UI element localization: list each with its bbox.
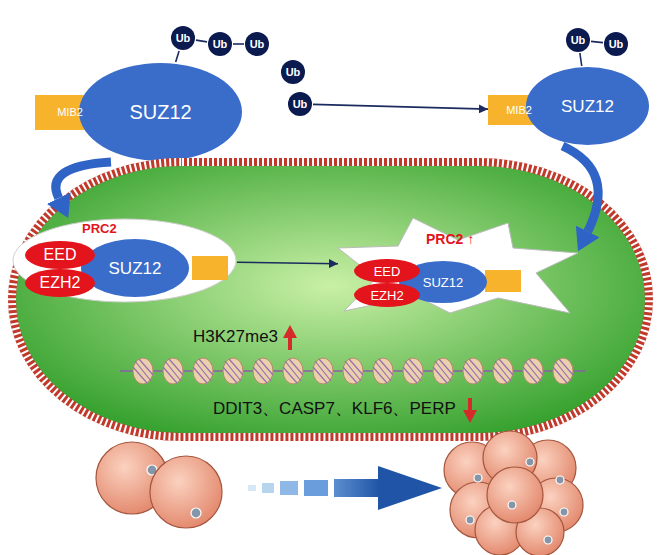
ezh2-subunit: EZH2 <box>24 268 96 298</box>
node-text: MIB2 <box>506 105 532 116</box>
cell-body: H3K27me3DDIT3、CASP7、KLF6、PERP PRC2EED EZH… <box>8 158 653 441</box>
ellipse-shape <box>25 269 95 297</box>
node-text: Ub <box>571 35 586 46</box>
ellipse-shape <box>13 219 236 302</box>
suz12-ellipse: SUZ12 <box>78 62 243 162</box>
mib2-tab <box>485 270 521 292</box>
connector-arrow <box>237 262 338 264</box>
bond-line <box>233 43 244 45</box>
ubiquitin-circle: Ub <box>170 25 196 51</box>
node-text: Ub <box>250 39 265 50</box>
node-text: SUZ12 <box>561 98 614 115</box>
prc2-star: PRC2 ↑ EED EZH2 SUZ12 <box>338 218 578 313</box>
ubiquitin-circle: Ub <box>565 27 591 53</box>
cell-pair <box>96 442 222 528</box>
ellipse-shape <box>79 63 242 161</box>
node-text: EZH2 <box>40 275 81 291</box>
ezh2-subunit: EZH2 <box>353 282 421 308</box>
node-text: H3K27me3 <box>193 328 278 345</box>
bond-line <box>580 53 582 66</box>
eed-subunit: EED <box>24 240 96 270</box>
node-text: SUZ12 <box>129 102 191 122</box>
increase-arrow <box>283 325 297 350</box>
ellipse-shape <box>288 92 312 116</box>
ellipse-shape <box>354 283 420 307</box>
node-text: Ub <box>213 39 228 50</box>
nucleosome-array <box>128 356 578 386</box>
ellipse-shape <box>354 259 420 283</box>
node-text: DDIT3、CASP7、KLF6、PERP <box>213 400 456 417</box>
node-text: EED <box>44 247 77 263</box>
bond-line <box>196 40 207 42</box>
ubiquitin-circle: Ub <box>207 31 233 57</box>
prc2-complex: PRC2EED EZH2 SUZ12 <box>12 218 237 303</box>
ellipse-shape <box>25 241 95 269</box>
ellipse-shape <box>566 28 590 52</box>
ubiquitin-circle: Ub <box>603 31 629 57</box>
suz12-ellipse: SUZ12 <box>525 66 650 146</box>
ellipse-shape <box>81 239 189 297</box>
node-text: Ub <box>286 67 301 78</box>
ubiquitin-circle: Ub <box>244 31 270 57</box>
cell-membrane <box>12 162 649 437</box>
curved-arrow <box>563 146 599 232</box>
node-text: EED <box>374 265 401 278</box>
suz12-ellipse: SUZ12 <box>80 238 190 298</box>
membrane-hatch <box>12 162 649 437</box>
eed-subunit: EED <box>353 258 421 284</box>
ubiquitin-circle: Ub <box>280 59 306 85</box>
cell-cluster <box>444 431 583 555</box>
ellipse-shape <box>208 32 232 56</box>
node-text: PRC2 ↑ <box>426 232 474 246</box>
node-text: MIB2 <box>57 107 83 118</box>
decrease-arrow <box>463 398 477 423</box>
mib2-tab <box>192 256 228 280</box>
ellipse-shape <box>399 261 487 303</box>
node-text: PRC2 <box>82 222 117 235</box>
star-shape <box>338 218 578 313</box>
node-text: SUZ12 <box>109 260 162 277</box>
ellipse-shape <box>281 60 305 84</box>
curved-arrow <box>56 162 111 198</box>
ellipse-shape <box>171 26 195 50</box>
bond-line <box>591 41 603 42</box>
node-text: Ub <box>176 33 191 44</box>
ubiquitin-circle: Ub <box>287 91 313 117</box>
growth-arrow <box>248 466 442 510</box>
node-text: SUZ12 <box>423 276 463 289</box>
node-text: EZH2 <box>370 289 403 302</box>
ellipse-shape <box>526 67 649 145</box>
ellipse-shape <box>245 32 269 56</box>
ellipse-shape <box>604 32 628 56</box>
bond-line <box>176 51 179 62</box>
connector-arrow <box>313 104 488 109</box>
node-text: Ub <box>293 99 308 110</box>
node-text: Ub <box>609 39 624 50</box>
